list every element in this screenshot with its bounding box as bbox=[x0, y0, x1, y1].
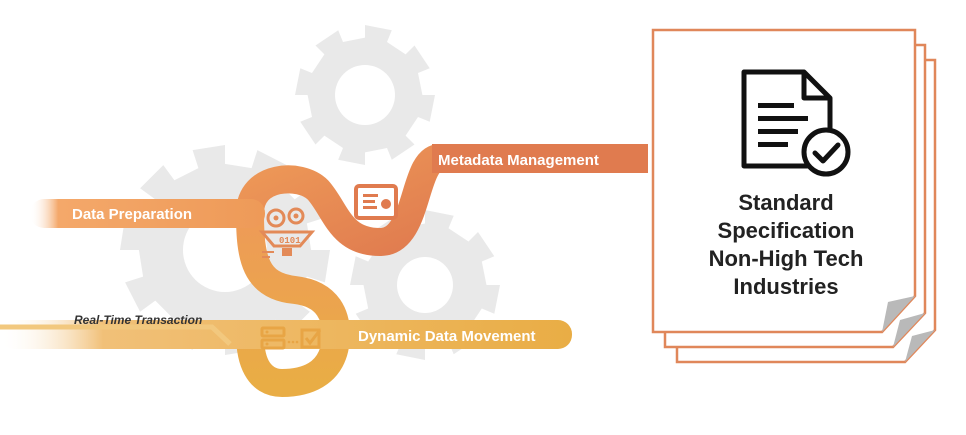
document-title-line-2: Specification bbox=[718, 218, 855, 243]
document-title-line-4: Industries bbox=[733, 274, 838, 299]
metadata-bar bbox=[432, 144, 648, 173]
movement-label: Dynamic Data Movement bbox=[358, 328, 536, 345]
svg-text:0101: 0101 bbox=[279, 236, 301, 246]
stage-metadata: Metadata Management bbox=[432, 144, 648, 173]
certificate-icon bbox=[354, 184, 398, 220]
input-label: Real-Time Transaction bbox=[74, 313, 202, 327]
page-fold-corner bbox=[882, 296, 915, 332]
input-arrow-line bbox=[0, 324, 232, 346]
input-arrow: Real-Time Transaction bbox=[0, 313, 232, 346]
preparation-label: Data Preparation bbox=[72, 206, 192, 223]
specification-document: Standard Specification Non-High Tech Ind… bbox=[651, 28, 937, 364]
preparation-bar bbox=[30, 199, 265, 228]
document-title-line-1: Standard bbox=[738, 190, 833, 215]
document-title-line-3: Non-High Tech bbox=[709, 246, 864, 271]
server-checklist-icon bbox=[260, 326, 322, 350]
background-gear-hole-3 bbox=[397, 257, 453, 313]
gear-data-funnel-icon: 0101 bbox=[258, 207, 316, 258]
fold-middle bbox=[893, 313, 925, 347]
fold-back bbox=[905, 330, 935, 362]
background-gears bbox=[120, 25, 500, 360]
stage-preparation: Data Preparation bbox=[30, 199, 265, 228]
document-check-icon bbox=[741, 69, 851, 177]
background-gear-hole-1 bbox=[335, 65, 395, 125]
connector-prep-to-metadata bbox=[236, 144, 454, 257]
metadata-label: Metadata Management bbox=[438, 152, 599, 169]
